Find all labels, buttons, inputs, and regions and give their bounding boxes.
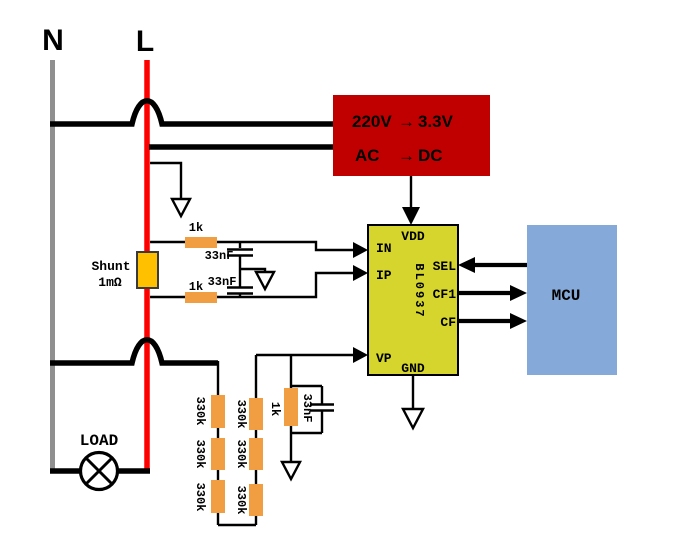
cap-in-label: 33nF [205, 249, 234, 263]
load-label: LOAD [80, 432, 118, 450]
cap-vp-label: 33nF [300, 394, 314, 423]
arrowhead-ip-icon [353, 265, 368, 281]
wire-live-ground-stub [150, 161, 183, 199]
pin-vdd-label: VDD [401, 229, 425, 244]
wire-ip-branch [150, 271, 353, 299]
wire-neutral-to-psu [50, 98, 334, 127]
ground-symbol-chip [401, 407, 425, 431]
voltage-divider: 330k 330k 330k 330k 330k 330k 1k 33nF [50, 337, 368, 527]
ground-symbol-vp [280, 460, 302, 482]
load-block: LOAD [50, 432, 150, 492]
arrowhead-in-icon [353, 242, 368, 258]
mcu-body [527, 225, 617, 375]
wire-neutral-to-divider [50, 337, 218, 366]
divider1-label-3: 330k [193, 483, 207, 512]
power-rails: N L [42, 24, 154, 472]
psu-row2-arrow-icon: → [398, 146, 415, 165]
divider2-label-1: 330k [234, 400, 248, 429]
ground-symbol-top [170, 197, 192, 219]
mcu-label: MCU [552, 287, 581, 305]
resistor-divider2-2 [249, 438, 263, 470]
shunt-block: Shunt 1mΩ [91, 251, 159, 290]
pin-sel-label: SEL [433, 259, 457, 274]
pin-gnd-label: GND [401, 361, 425, 376]
neutral-label: N [42, 24, 64, 57]
resistor-divider2-3 [249, 484, 263, 516]
lamp-cross-2 [84, 456, 114, 486]
shunt-name-label: Shunt [91, 259, 130, 274]
mains-wires [50, 98, 334, 219]
divider1-label-2: 330k [193, 440, 207, 469]
psu-row2-left: AC [355, 146, 380, 165]
psu-box [333, 95, 490, 176]
resistor-in-1k [185, 237, 217, 248]
psu-row1-arrow-icon: → [398, 112, 415, 131]
resistor-in-label: 1k [189, 221, 203, 235]
pin-ip-label: IP [376, 268, 392, 283]
sense-filters: 1k 1k 33nF 33nF [150, 221, 368, 303]
psu-row1-left: 220V [352, 112, 392, 131]
arrowhead-sel-icon [458, 257, 475, 273]
live-label: L [136, 25, 154, 58]
divider2-label-2: 330k [234, 440, 248, 469]
psu-row1-right: 3.3V [418, 112, 454, 131]
resistor-ip-label: 1k [189, 280, 203, 294]
arrowhead-cf-icon [510, 313, 527, 329]
arrowhead-vp-icon [353, 347, 368, 363]
psu-row2-right: DC [418, 146, 443, 165]
divider2-label-3: 330k [234, 486, 248, 515]
cap-ip-label: 33nF [208, 275, 237, 289]
chip-block: VDD IN IP VP SEL CF1 CF GND BL0937 [367, 224, 459, 431]
arrowhead-cf1-icon [510, 285, 527, 301]
wire-in-branch [150, 240, 354, 252]
arrowhead-vdd-icon [402, 207, 420, 225]
resistor-divider2-1 [249, 398, 263, 430]
pin-vp-label: VP [376, 351, 392, 366]
pin-cf1-label: CF1 [433, 287, 457, 302]
shunt-resistor [136, 251, 159, 289]
mcu-block: MCU [458, 225, 617, 375]
resistor-ip-1k [185, 292, 217, 303]
psu-block: 220V → 3.3V AC → DC [333, 95, 490, 225]
pin-cf-label: CF [440, 315, 456, 330]
ground-symbol-filter [254, 270, 276, 292]
divider1-label-1: 330k [193, 397, 207, 426]
shunt-value-label: 1mΩ [98, 275, 122, 290]
resistor-divider1-2 [211, 438, 225, 470]
pin-in-label: IN [376, 241, 392, 256]
resistor-divider1-1 [211, 395, 225, 428]
resistor-vp-1k [284, 388, 298, 426]
resistor-divider1-3 [211, 480, 225, 513]
resistor-vp-label: 1k [268, 402, 282, 416]
chip-name-label: BL0937 [412, 263, 426, 318]
